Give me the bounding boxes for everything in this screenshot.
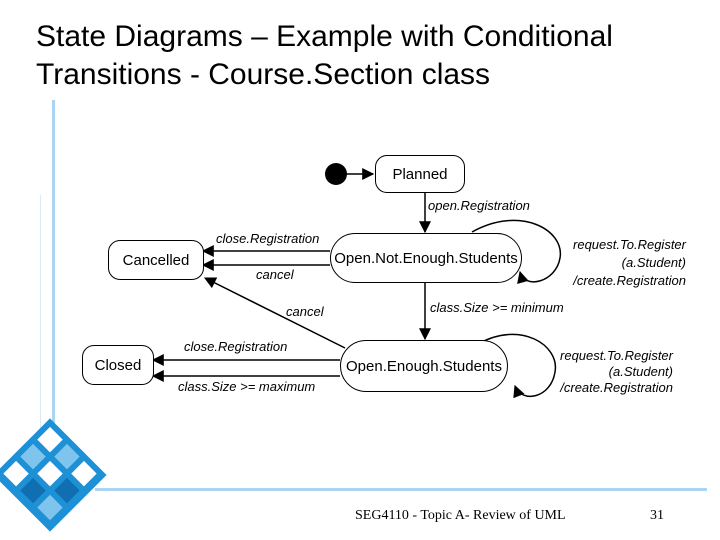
label-request-top-line-1: request.To.Register bbox=[573, 237, 686, 252]
state-open-not-enough-students-label: Open.Not.Enough.Students bbox=[334, 249, 518, 267]
label-request-bottom-line-2: (a.Student) bbox=[608, 364, 673, 379]
slide-title-line-2: Transitions - Course.Section class bbox=[36, 58, 491, 91]
request-bottom-self-loop bbox=[477, 333, 557, 399]
state-closed-label: Closed bbox=[94, 356, 142, 374]
label-request-bottom-line-1: request.To.Register bbox=[560, 348, 673, 363]
label-open-registration: open.Registration bbox=[428, 198, 530, 213]
left-accent-line bbox=[52, 100, 55, 450]
footer-course: SEG4110 - Topic A- Review of UML bbox=[355, 508, 566, 523]
slide-title: State Diagrams – Example with Conditiona… bbox=[36, 18, 696, 94]
state-planned: Planned bbox=[375, 155, 465, 193]
label-request-bottom-line-3: /create.Registration bbox=[560, 380, 673, 395]
footer-page-number: 31 bbox=[650, 508, 664, 523]
left-accent-line-thin bbox=[40, 195, 41, 450]
label-request-top-line-2: (a.Student) bbox=[621, 255, 686, 270]
state-open-enough-students: Open.Enough.Students bbox=[340, 340, 508, 392]
label-request-bottom: request.To.Register (a.Student) /create.… bbox=[548, 348, 673, 396]
state-cancelled: Cancelled bbox=[108, 240, 204, 280]
label-request-top-line-3: /create.Registration bbox=[573, 273, 686, 288]
state-open-not-enough-students: Open.Not.Enough.Students bbox=[330, 233, 522, 283]
state-open-enough-students-label: Open.Enough.Students bbox=[346, 357, 502, 375]
label-close-registration-bottom: close.Registration bbox=[184, 339, 288, 354]
initial-state-dot bbox=[325, 163, 347, 185]
state-closed: Closed bbox=[82, 345, 154, 385]
label-class-size-maximum: class.Size >= maximum bbox=[178, 379, 316, 394]
bottom-accent-line bbox=[95, 488, 707, 491]
state-planned-label: Planned bbox=[392, 165, 448, 183]
state-cancelled-label: Cancelled bbox=[122, 251, 190, 269]
label-cancel-bottom: cancel bbox=[286, 304, 324, 319]
cancel-bottom-transition bbox=[203, 277, 346, 349]
label-cancel-top: cancel bbox=[256, 267, 294, 282]
label-request-top: request.To.Register (a.Student) /create.… bbox=[560, 236, 686, 290]
label-close-registration-top: close.Registration bbox=[216, 231, 320, 246]
request-top-self-loop bbox=[471, 219, 561, 285]
label-class-size-minimum: class.Size >= minimum bbox=[430, 300, 564, 315]
slide-title-line-1: State Diagrams – Example with Conditiona… bbox=[36, 20, 613, 53]
